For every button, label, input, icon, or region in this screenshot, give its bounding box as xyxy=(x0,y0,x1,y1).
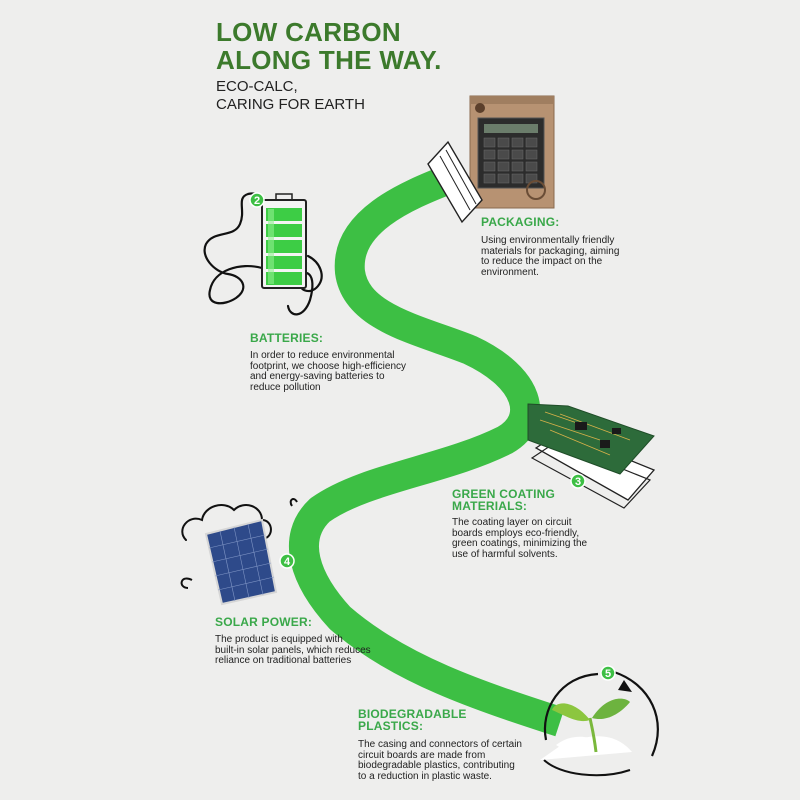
badge-number-4: 4 xyxy=(284,556,291,568)
body-line: The product is equipped with xyxy=(215,634,343,645)
body-line: green coatings, minimizing the xyxy=(452,538,588,549)
body-line: use of harmful solvents. xyxy=(452,548,558,560)
body-line: environment. xyxy=(481,266,539,278)
packaging-box-icon xyxy=(427,95,555,224)
green-coating-heading: GREEN COATING MATERIALS: xyxy=(452,488,555,512)
body-line: to reduce the impact on the xyxy=(481,256,603,267)
body-line: In order to reduce environmental xyxy=(250,350,395,361)
biodegradable-description: The casing and connectors of certain cir… xyxy=(358,739,522,782)
body-line: and energy-saving batteries to xyxy=(250,371,385,382)
heading-line: MATERIALS: xyxy=(452,499,528,513)
solar-power-description: The product is equipped with built-in so… xyxy=(215,634,371,667)
body-line: to a reduction in plastic waste. xyxy=(358,770,492,782)
batteries-description: In order to reduce environmental footpri… xyxy=(250,350,407,393)
heading-line: BIODEGRADABLE xyxy=(358,707,467,721)
body-line: materials for packaging, aiming xyxy=(481,245,620,257)
body-line: boards employs eco-friendly, xyxy=(452,527,580,539)
heading-line: SOLAR POWER: xyxy=(215,615,313,629)
number-badges: 2 3 4 5 xyxy=(249,192,616,681)
heading-line: PLASTICS: xyxy=(358,719,424,733)
subtitle-line: CARING FOR EARTH xyxy=(216,96,365,113)
body-line: The coating layer on circuit xyxy=(452,517,572,528)
batteries-heading: BATTERIES: xyxy=(250,332,323,344)
heading-line: BATTERIES: xyxy=(250,331,324,345)
green-coating-description: The coating layer on circuit boards empl… xyxy=(452,517,588,560)
subtitle-line: ECO-CALC, xyxy=(216,78,298,95)
body-line: circuit boards are made from xyxy=(358,749,486,761)
body-line: reliance on traditional batteries xyxy=(215,655,352,666)
page-subtitle: ECO-CALC, CARING FOR EARTH xyxy=(216,78,365,114)
badge-number-2: 2 xyxy=(254,195,260,207)
solar-power-heading: SOLAR POWER: xyxy=(215,616,312,628)
body-line: The casing and connectors of certain xyxy=(358,739,522,750)
heading-line: PACKAGING: xyxy=(481,215,560,229)
title-line: LOW CARBON xyxy=(216,17,401,47)
badge-number-5: 5 xyxy=(605,668,611,680)
body-line: Using environmentally friendly xyxy=(481,235,615,246)
body-line: footprint, we choose high-efficiency xyxy=(250,360,407,372)
packaging-description: Using environmentally friendly materials… xyxy=(481,235,620,278)
biodegradable-heading: BIODEGRADABLE PLASTICS: xyxy=(358,708,467,732)
circuit-board-icon xyxy=(527,403,656,509)
packaging-heading: PACKAGING: xyxy=(481,216,559,228)
body-line: built-in solar panels, which reduces xyxy=(215,644,371,656)
battery-icon xyxy=(203,192,323,316)
sprout-icon xyxy=(540,670,659,777)
title-line: ALONG THE WAY. xyxy=(216,45,442,75)
body-line: reduce pollution xyxy=(250,381,321,393)
page-title: LOW CARBON ALONG THE WAY. xyxy=(216,18,442,74)
body-line: biodegradable plastics, contributing xyxy=(358,760,515,771)
heading-line: GREEN COATING xyxy=(452,487,556,501)
badge-number-3: 3 xyxy=(575,476,581,488)
solar-panel-icon xyxy=(180,498,298,606)
